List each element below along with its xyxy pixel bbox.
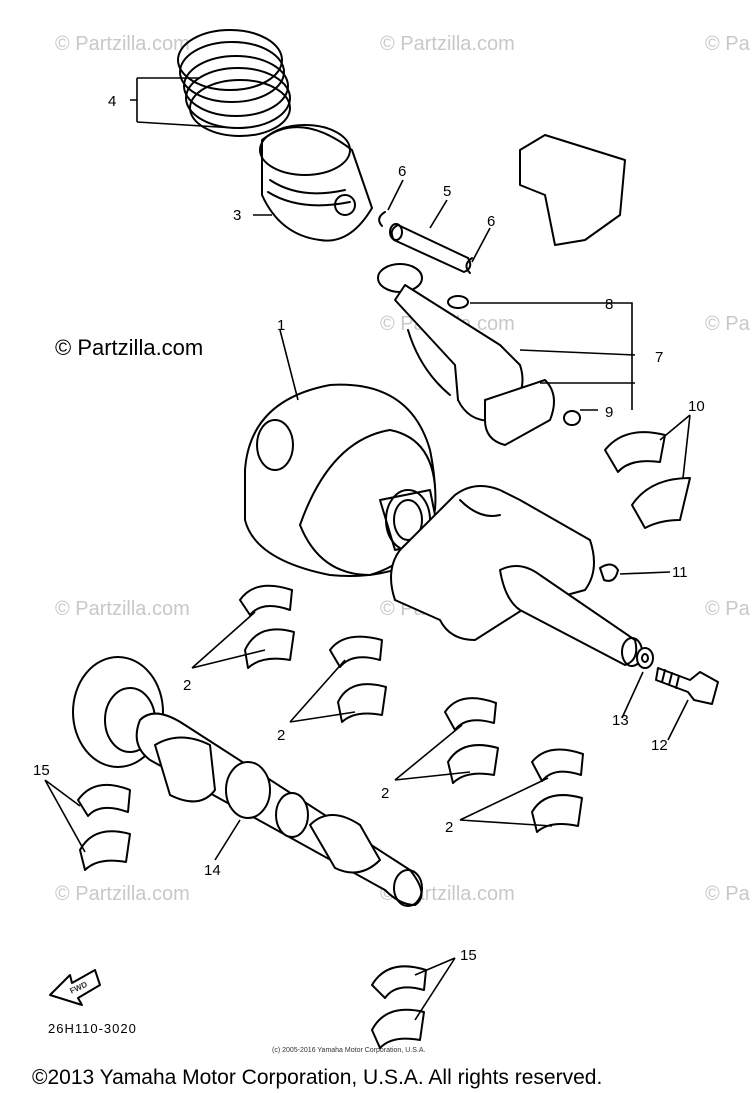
- callout-4: 4: [108, 93, 116, 110]
- leader-lines: [44, 77, 691, 1021]
- callout-14: 14: [204, 862, 221, 879]
- main-bearing-pair: [531, 748, 584, 833]
- callout-labels: 1 2 2 2 2 3 4 5 6 6 7 8 9 10 11 12 13 14…: [33, 93, 705, 964]
- balancer-bearing-pair: [371, 965, 427, 1049]
- callout-8: 8: [605, 296, 613, 313]
- crankshaft: [244, 383, 643, 667]
- callout-13: 13: [612, 712, 629, 729]
- connecting-rod: [377, 134, 626, 446]
- watermark: © Pa: [705, 883, 751, 905]
- callout-6: 6: [398, 163, 406, 180]
- piston-pin: [389, 223, 472, 273]
- partzilla-watermark-main: © Partzilla.com: [55, 335, 203, 360]
- callout-2: 2: [381, 785, 389, 802]
- callout-1: 1: [277, 317, 285, 334]
- callout-2: 2: [277, 727, 285, 744]
- callout-9: 9: [605, 404, 613, 421]
- watermark: © Partzilla.com: [55, 33, 190, 55]
- callout-5: 5: [443, 183, 451, 200]
- front-arrow-icon: FWD: [49, 969, 101, 1006]
- callout-3: 3: [233, 207, 241, 224]
- callout-2: 2: [183, 677, 191, 694]
- washer: [636, 647, 654, 669]
- callout-10: 10: [688, 398, 705, 415]
- piston-rings: [177, 29, 291, 137]
- watermark: © Pa: [705, 598, 751, 620]
- watermark: © Pa: [705, 313, 751, 335]
- piston: [259, 124, 373, 242]
- crank-bolt: [655, 667, 719, 705]
- main-bearing-pair: [444, 697, 499, 784]
- woodruff-key: [599, 563, 619, 582]
- diagram-code: 26H110-3020: [48, 1021, 137, 1036]
- balancer-bearing-pair: [77, 783, 131, 871]
- watermark: © Pa: [705, 33, 751, 55]
- callout-7: 7: [655, 349, 663, 366]
- callout-15: 15: [33, 762, 50, 779]
- watermark: © Partzilla.com: [55, 598, 190, 620]
- footer-copyright: ©2013 Yamaha Motor Corporation, U.S.A. A…: [32, 1066, 602, 1089]
- watermark: © Partzilla.com: [55, 883, 190, 905]
- main-bearing-pair: [329, 635, 387, 723]
- balancer-shaft: [72, 656, 423, 907]
- main-bearing-pair: [239, 584, 295, 669]
- callout-15: 15: [460, 947, 477, 964]
- small-copyright: (c) 2005-2016 Yamaha Motor Corporation, …: [272, 1047, 425, 1054]
- callout-12: 12: [651, 737, 668, 754]
- big-end-bearings: [604, 431, 691, 529]
- callout-2: 2: [445, 819, 453, 836]
- piston-pin-clips: [378, 211, 473, 274]
- watermark: © Partzilla.com: [380, 33, 515, 55]
- callout-6: 6: [487, 213, 495, 230]
- callout-11: 11: [672, 564, 688, 581]
